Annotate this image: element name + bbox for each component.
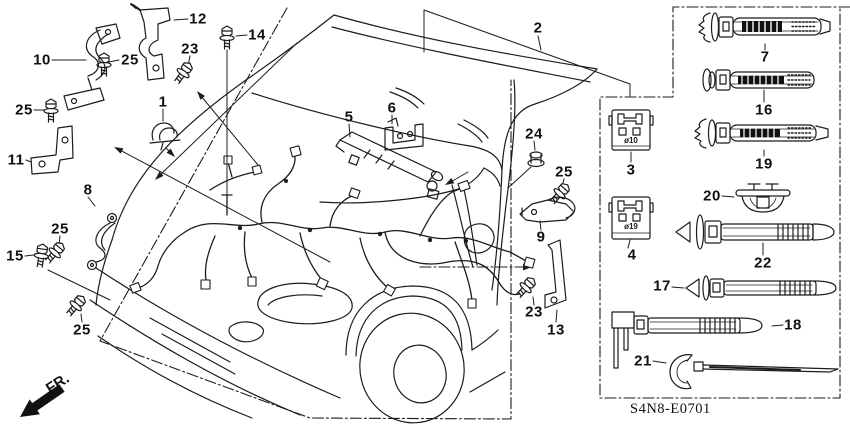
cable-tie-16-icon [702,68,815,92]
part-callout-23: 23 [181,40,199,58]
part-callout-22: 22 [754,254,772,272]
bolt-23-icon [170,58,197,87]
part-callout-15: 15 [6,247,24,265]
ground-cable-8-icon [86,212,118,271]
wiper-mark [457,119,489,143]
part-callout-2: 2 [533,19,543,37]
part-callout-24: 24 [525,125,543,143]
part-callout-17: 17 [653,277,671,295]
part-callout-21: 21 [634,352,652,370]
part-callout-6: 6 [387,99,397,117]
part-callout-9: 9 [536,228,546,246]
bracket-6-icon [384,117,424,151]
bolt-15-icon [32,242,51,269]
leader-arrowheads [114,91,455,185]
bolt-23-icon [512,273,540,302]
cable-tie-7-icon [698,12,831,43]
push-mount-tie-17-icon [685,275,837,301]
front-direction-arrow: FR. [20,370,72,417]
bracket-10-icon [63,23,121,111]
bolt-25-icon [43,98,59,123]
bracket-12-icon [130,3,171,81]
part-callout-20: 20 [703,187,721,205]
part-callout-23: 23 [525,303,543,321]
part-callout-5: 5 [344,108,354,126]
part-callout-25: 25 [73,321,91,339]
bolt-25-icon [62,291,90,320]
part-callout-18: 18 [784,316,802,334]
clamp-1-icon [149,122,181,151]
part-callout-7: 7 [760,48,770,66]
bracket-13-icon [544,239,567,309]
part-callout-3: 3 [626,161,636,179]
headlight [257,282,353,325]
part-callout-25: 25 [555,163,573,181]
part-callout-13: 13 [547,321,565,339]
bracket-tie-18-icon [611,311,763,369]
wheel-arch [345,285,473,356]
cable-tie-19-icon [694,118,829,149]
turn-signal [228,321,264,343]
part-callout-14: 14 [248,26,266,44]
bracket-11-icon [30,125,74,175]
grommet-24-icon [527,151,545,168]
part-callout-11: 11 [7,151,25,169]
part-callout-25: 25 [121,51,139,69]
wiper-mark [389,87,425,109]
bracket-5-icon [335,131,444,200]
car-outline [89,14,598,424]
clip-20-icon [735,183,791,213]
part-callout-25: 25 [15,101,33,119]
part-callout-12: 12 [189,10,207,28]
harness-clip-21-icon [669,354,839,390]
front-tire [359,312,465,424]
part-callout-10: 10 [33,51,51,69]
wire-harness [129,145,536,309]
bolt-14-icon [219,25,235,50]
part-callout-1: 1 [158,93,168,111]
connector-4-marking: ø19 [624,222,638,231]
connector-3-marking: ø10 [624,136,638,145]
connector-3-icon [608,109,654,151]
part-callout-19: 19 [755,155,773,173]
connector-4-icon [608,196,654,240]
diagram-code: S4N8-E0701 [630,401,711,417]
part-callout-4: 4 [627,246,637,264]
leader-lines [24,9,784,364]
push-mount-tie-22-icon [675,214,835,250]
part-callout-25: 25 [51,220,69,238]
section-boundary-lines [99,6,850,420]
part-callout-16: 16 [755,101,773,119]
part-callout-8: 8 [83,181,93,199]
bracket-9-icon [519,196,576,223]
